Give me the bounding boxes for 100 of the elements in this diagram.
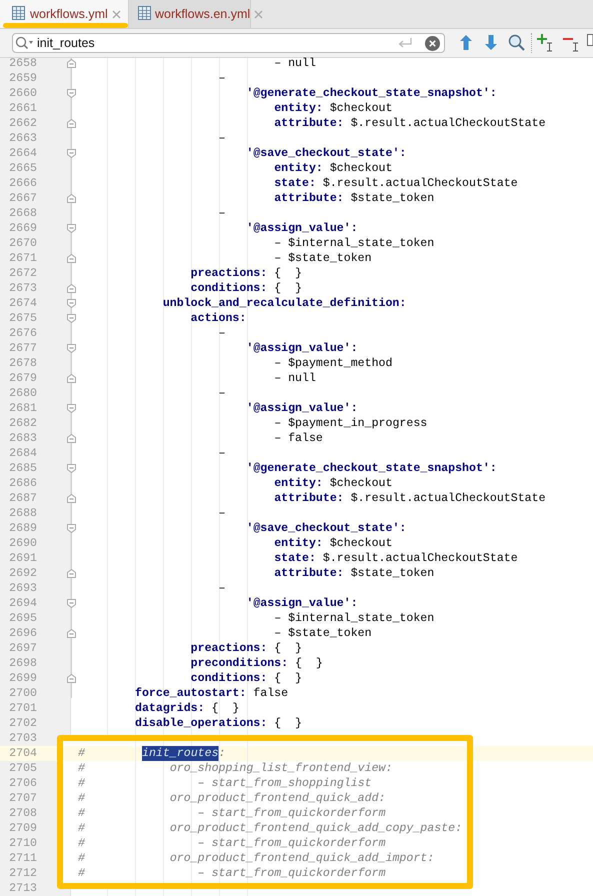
code-line: preactions: { } bbox=[190, 266, 302, 281]
line-number: 2679 bbox=[8, 371, 37, 386]
line-number: 2697 bbox=[8, 641, 37, 656]
line-number: 2681 bbox=[8, 401, 37, 416]
line-number: 2676 bbox=[8, 326, 37, 341]
code-line: attribute: $.result.actualCheckoutState bbox=[274, 491, 546, 506]
tab-title: workflows.en.yml bbox=[155, 6, 250, 23]
code-line: – null bbox=[274, 371, 316, 386]
comment-marker: # bbox=[78, 836, 85, 851]
line-number: 2659 bbox=[8, 71, 37, 86]
line-number: 2687 bbox=[8, 491, 37, 506]
code-line: state: $.result.actualCheckoutState bbox=[274, 176, 518, 191]
line-number: 2698 bbox=[8, 656, 37, 671]
code-line: '@assign_value': bbox=[246, 341, 358, 356]
tab-title: workflows.yml bbox=[30, 6, 108, 23]
code-line: entity: $checkout bbox=[274, 476, 392, 491]
code-comment: oro_product_frontend_quick_add_copy_paste: bbox=[170, 821, 462, 836]
line-number: 2691 bbox=[8, 551, 37, 566]
line-number: 2708 bbox=[8, 806, 37, 821]
line-number: 2713 bbox=[8, 881, 37, 896]
code-line: – $state_token bbox=[274, 251, 372, 266]
code-line: – false bbox=[274, 431, 323, 446]
line-number: 2686 bbox=[8, 476, 37, 491]
code-line: force_autostart: false bbox=[135, 686, 288, 701]
code-line: attribute: $state_token bbox=[274, 566, 434, 581]
code-line: '@save_checkout_state': bbox=[246, 521, 406, 536]
line-number: 2701 bbox=[8, 701, 37, 716]
code-line: entity: $checkout bbox=[274, 101, 392, 116]
comment-marker: # bbox=[78, 761, 85, 776]
code-line: attribute: $.result.actualCheckoutState bbox=[274, 116, 546, 131]
line-number: 2690 bbox=[8, 536, 37, 551]
code-line: '@assign_value': bbox=[246, 401, 358, 416]
line-number: 2695 bbox=[8, 611, 37, 626]
code-line: – $internal_state_token bbox=[274, 611, 434, 626]
code-line: '@assign_value': bbox=[246, 596, 358, 611]
line-number: 2685 bbox=[8, 461, 37, 476]
line-number: 2680 bbox=[8, 386, 37, 401]
line-number: 2709 bbox=[8, 821, 37, 836]
search-query: init_routes bbox=[37, 35, 95, 51]
line-number: 2706 bbox=[8, 776, 37, 791]
line-number: 2710 bbox=[8, 836, 37, 851]
line-number: 2666 bbox=[8, 176, 37, 191]
code-comment: – start_from_quickorderform bbox=[198, 836, 386, 851]
code-line: state: $.result.actualCheckoutState bbox=[274, 551, 518, 566]
line-number: 2703 bbox=[8, 731, 37, 746]
code-comment: oro_product_frontend_quick_add_import: bbox=[170, 851, 434, 866]
line-number: 2672 bbox=[8, 266, 37, 281]
comment-marker: # bbox=[78, 821, 85, 836]
code-line: – bbox=[218, 506, 226, 521]
code-line: – bbox=[218, 446, 226, 461]
comment-marker: # bbox=[78, 806, 85, 821]
code-line: – bbox=[218, 581, 226, 596]
line-number: 2671 bbox=[8, 251, 37, 266]
line-number: 2661 bbox=[8, 101, 37, 116]
line-number: 2673 bbox=[8, 281, 37, 296]
line-number: 2702 bbox=[8, 716, 37, 731]
code-line: – bbox=[218, 326, 226, 341]
code-line: '@assign_value': bbox=[246, 221, 358, 236]
line-number: 2658 bbox=[8, 56, 37, 71]
code-line: – bbox=[218, 71, 226, 86]
line-number: 2668 bbox=[8, 206, 37, 221]
code-line: – bbox=[218, 206, 226, 221]
code-line: conditions: { } bbox=[190, 671, 302, 686]
code-line: – $payment_in_progress bbox=[274, 416, 428, 431]
line-number: 2662 bbox=[8, 116, 37, 131]
line-number: 2699 bbox=[8, 671, 37, 686]
line-number: 2684 bbox=[8, 446, 37, 461]
line-number: 2675 bbox=[8, 311, 37, 326]
line-number: 2683 bbox=[8, 431, 37, 446]
code-line: unblock_and_recalculate_definition: bbox=[162, 296, 406, 311]
line-number: 2693 bbox=[8, 581, 37, 596]
line-number: 2688 bbox=[8, 506, 37, 521]
line-number: 2696 bbox=[8, 626, 37, 641]
code-line: '@save_checkout_state': bbox=[246, 146, 406, 161]
line-number: 2700 bbox=[8, 686, 37, 701]
code-comment: – start_from_quickorderform bbox=[198, 866, 386, 881]
line-number: 2707 bbox=[8, 791, 37, 806]
code-comment: oro_shopping_list_frontend_view: bbox=[170, 761, 392, 776]
line-number: 2704 bbox=[8, 746, 37, 761]
code-line: – bbox=[218, 386, 226, 401]
line-number: 2669 bbox=[8, 221, 37, 236]
line-number: 2677 bbox=[8, 341, 37, 356]
code-line: attribute: $state_token bbox=[274, 191, 434, 206]
line-number: 2711 bbox=[8, 851, 37, 866]
comment-marker: # bbox=[78, 776, 85, 791]
line-number: 2678 bbox=[8, 356, 37, 371]
line-number: 2665 bbox=[8, 161, 37, 176]
line-number: 2692 bbox=[8, 566, 37, 581]
comment-marker: # bbox=[78, 866, 85, 881]
code-line: – bbox=[218, 131, 226, 146]
comment-marker: # bbox=[78, 791, 85, 806]
comment-marker: # bbox=[78, 851, 85, 866]
code-line: preactions: { } bbox=[190, 641, 302, 656]
code-line: preconditions: { } bbox=[190, 656, 323, 671]
code-line: entity: $checkout bbox=[274, 161, 392, 176]
comment-marker: # bbox=[78, 746, 85, 761]
line-number: 2660 bbox=[8, 86, 37, 101]
line-number: 2674 bbox=[8, 296, 37, 311]
code-line: conditions: { } bbox=[190, 281, 302, 296]
line-number: 2705 bbox=[8, 761, 37, 776]
